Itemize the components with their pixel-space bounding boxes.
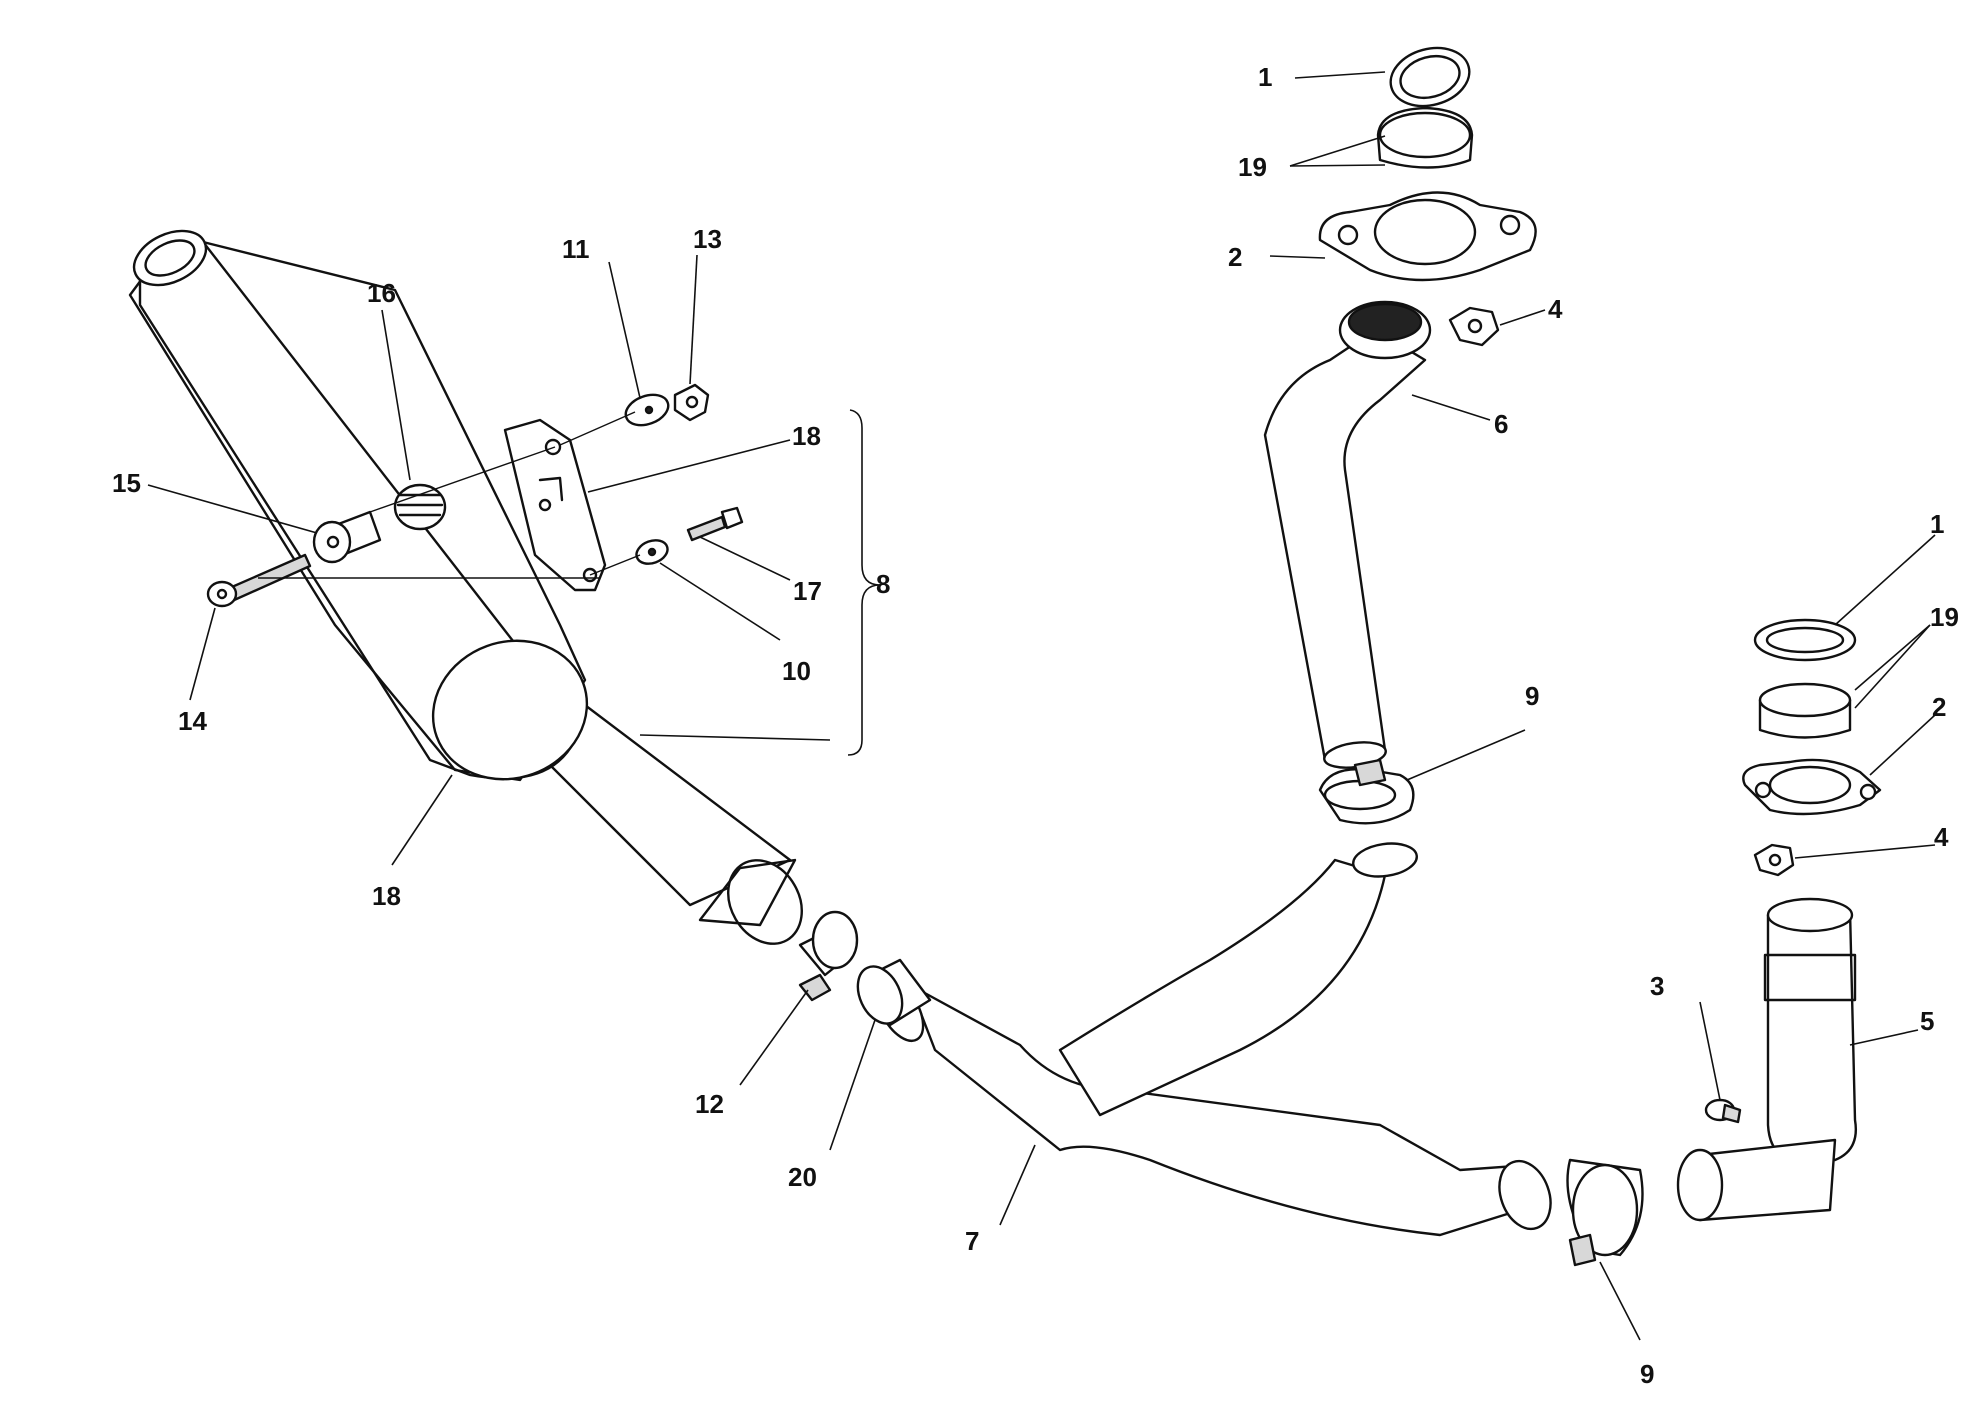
callout-2-rear: 2 [1932, 692, 1946, 722]
clamp-9-rear [1566, 1158, 1644, 1267]
nut-13 [673, 383, 710, 422]
brace-8 [847, 409, 881, 756]
callout-18-bracket: 18 [792, 421, 821, 451]
screw-17 [686, 506, 744, 542]
callout-6: 6 [1494, 409, 1508, 439]
nut-4-rear [1753, 843, 1795, 877]
bolt-14 [206, 553, 312, 608]
callout-2-top: 2 [1228, 242, 1242, 272]
callout-3: 3 [1650, 971, 1664, 1001]
half-rings-19-top [1376, 106, 1474, 169]
callout-8: 8 [876, 569, 890, 599]
half-rings-19-rear [1758, 682, 1852, 739]
washer-10 [635, 539, 669, 565]
callout-18-muffler: 18 [372, 881, 401, 911]
callout-13: 13 [693, 224, 722, 254]
rubber-grommet-16 [393, 483, 447, 531]
callout-17: 17 [793, 576, 822, 606]
callout-9-rear: 9 [1640, 1359, 1654, 1389]
flange-2-rear [1742, 758, 1882, 816]
sleeve-20 [856, 958, 932, 1027]
callout-12: 12 [695, 1089, 724, 1119]
clamp-9-top [1318, 758, 1415, 825]
callout-7: 7 [965, 1226, 979, 1256]
callout-14: 14 [178, 706, 207, 736]
callout-20: 20 [788, 1162, 817, 1192]
callout-19-top: 19 [1238, 152, 1267, 182]
callout-11: 11 [562, 234, 590, 264]
flange-2-top [1318, 191, 1537, 282]
callout-4-rear: 4 [1934, 822, 1949, 852]
gasket-1-top [1389, 46, 1471, 108]
callout-10: 10 [782, 656, 811, 686]
callouts: 1 19 2 4 6 11 13 16 18 15 17 8 10 14 9 1… [112, 62, 1959, 1389]
washer-11 [624, 393, 670, 427]
callout-15: 15 [112, 468, 141, 498]
callout-9-top: 9 [1525, 681, 1539, 711]
collector-pipe-7 [875, 842, 1552, 1237]
callout-1-top: 1 [1258, 62, 1272, 92]
rear-header-pipe-5 [1676, 897, 1857, 1222]
callout-16: 16 [367, 278, 396, 308]
clamp-12 [798, 910, 859, 1002]
callout-5: 5 [1920, 1006, 1934, 1036]
gasket-1-rear [1753, 618, 1857, 662]
callout-1-rear: 1 [1930, 509, 1944, 539]
leader-lines [147, 71, 1936, 1341]
callout-19-rear: 19 [1930, 602, 1959, 632]
callout-4-top: 4 [1548, 294, 1563, 324]
nut-4-top [1448, 306, 1500, 347]
muffler [128, 229, 803, 945]
screw-3 [1704, 1098, 1742, 1124]
front-header-pipe-6 [1263, 300, 1432, 769]
spacer-15 [312, 510, 382, 564]
